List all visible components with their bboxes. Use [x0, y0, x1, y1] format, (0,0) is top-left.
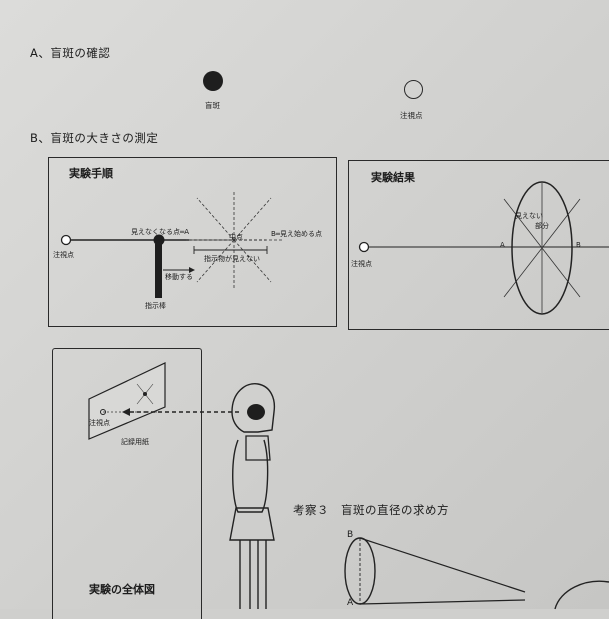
result-invisible-label: 見えない — [515, 212, 543, 220]
overview-fixation-label: 注視点 — [89, 419, 110, 427]
center-label: 中点 — [229, 233, 243, 241]
consider-b-label: B — [347, 530, 354, 540]
result-panel: 実験結果 注視点 見えない 部分 A B — [348, 160, 609, 330]
move-label: 移動する — [165, 273, 193, 281]
consider-a-label: A — [347, 598, 354, 608]
result-fixation-label: 注視点 — [351, 260, 372, 268]
consideration-heading: 考察３ 盲斑の直径の求め方 — [293, 503, 449, 517]
procedure-panel: 実験手順 注視点 見えなくなる点═A B═見 — [48, 157, 337, 327]
result-diagram — [358, 181, 609, 315]
result-title: 実験結果 — [371, 171, 415, 184]
invisible-label: 指示物が見えない — [204, 255, 260, 263]
procedure-diagram — [60, 192, 284, 298]
procedure-title: 実験手順 — [69, 167, 113, 180]
blind-spot-label: 盲斑 — [205, 101, 220, 110]
point-b-label: B═見え始める点 — [271, 230, 323, 238]
fixation-circle — [404, 80, 423, 99]
blind-spot-dot — [203, 71, 223, 91]
result-b-label: B — [576, 241, 581, 249]
fixation-label: 注視点 — [400, 111, 423, 120]
procedure-fixation-label: 注視点 — [53, 251, 74, 259]
overview-panel: 注視点 記録用紙 実験の全体図 — [52, 348, 202, 619]
point-a-label: 見えなくなる点═A — [131, 228, 190, 236]
result-a-label: A — [500, 241, 505, 249]
section-a-heading: A、盲斑の確認 — [30, 46, 111, 60]
overview-paper-label: 記録用紙 — [121, 438, 149, 446]
overview-title: 実験の全体図 — [89, 583, 155, 596]
result-part-label: 部分 — [535, 222, 549, 230]
pointer-label: 指示棒 — [145, 302, 166, 310]
section-b-heading: B、盲斑の大きさの測定 — [30, 131, 159, 145]
